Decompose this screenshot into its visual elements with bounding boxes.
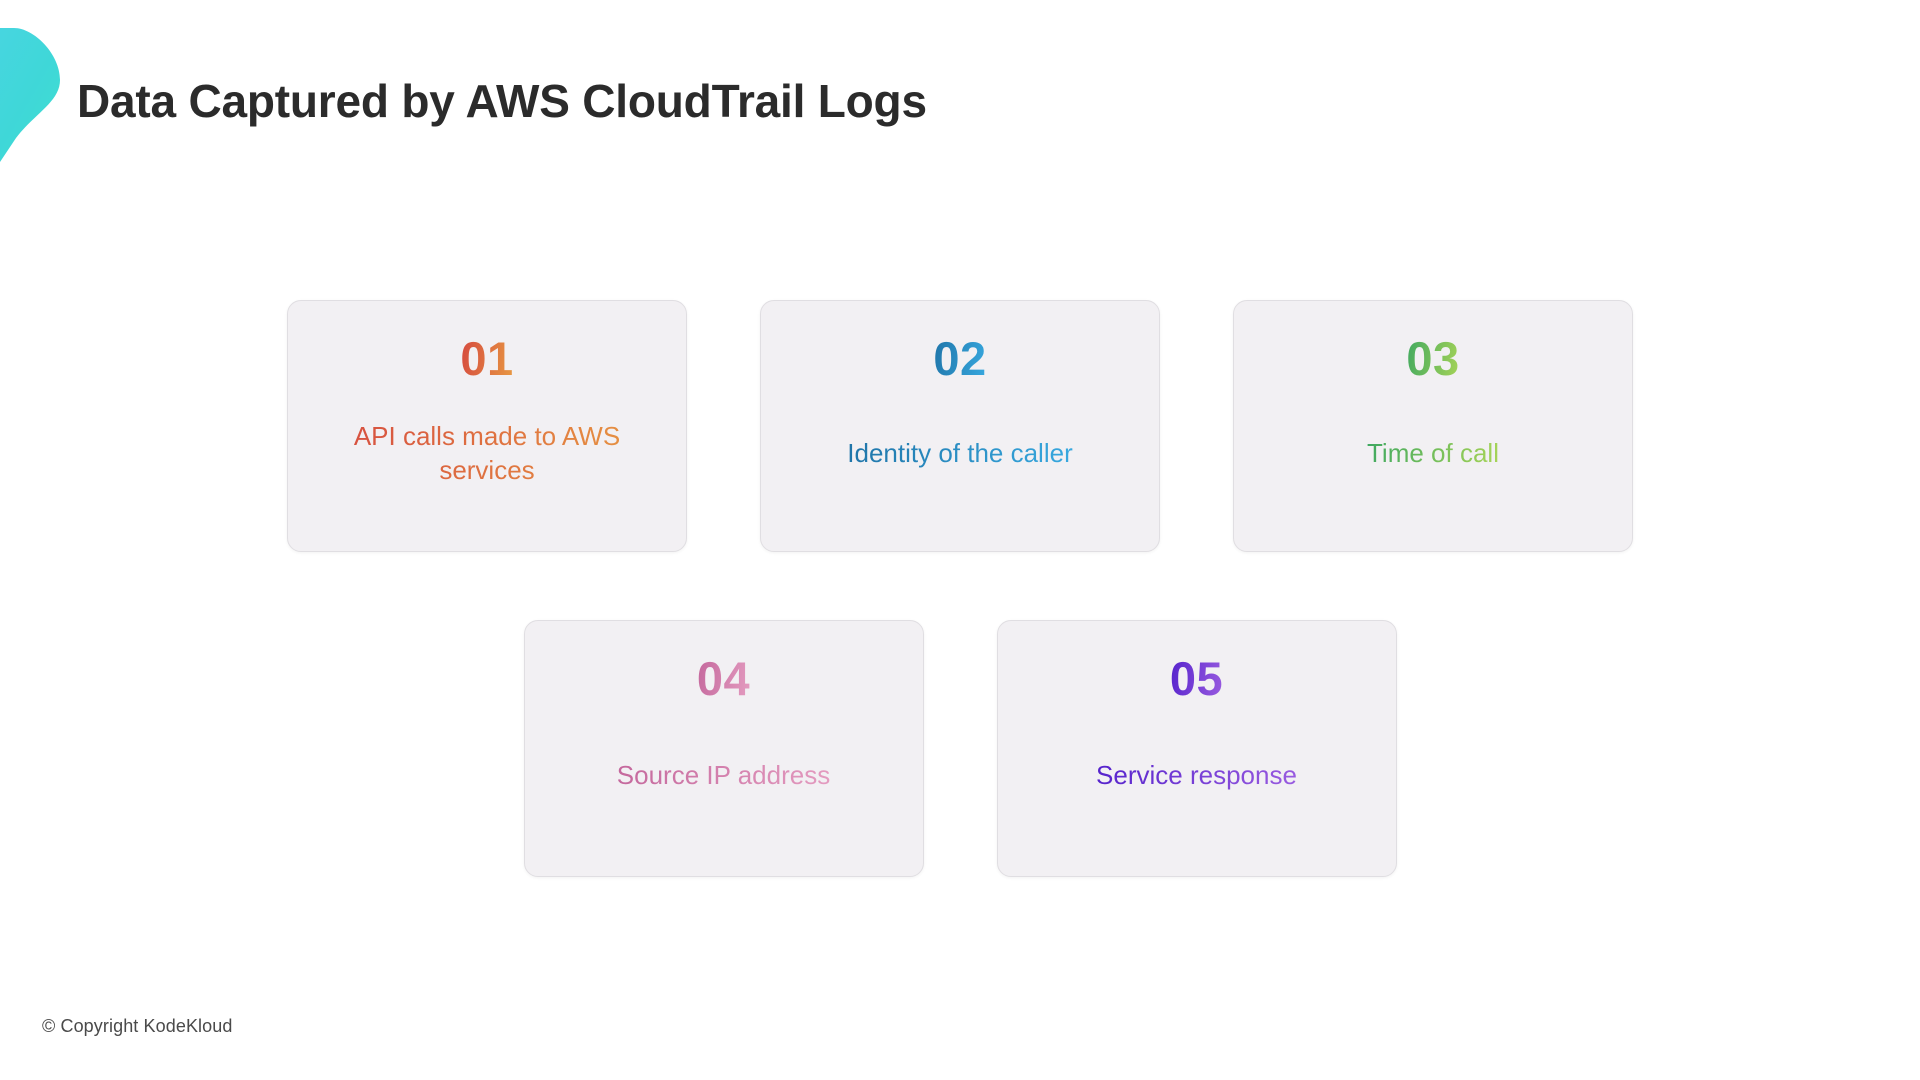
card-number-04: 04 bbox=[696, 652, 751, 705]
card-text-03: Time of call bbox=[1367, 437, 1499, 471]
card-number-02: 02 bbox=[933, 332, 987, 385]
card-row-top: 01 API calls made to AWS services 02 Ide… bbox=[0, 300, 1920, 552]
card-grid: 01 API calls made to AWS services 02 Ide… bbox=[0, 300, 1920, 877]
card-02[interactable]: 02 Identity of the caller bbox=[760, 300, 1160, 552]
card-text-05: Service response bbox=[1096, 759, 1297, 793]
copyright-footer: © Copyright KodeKloud bbox=[42, 1016, 233, 1036]
card-03[interactable]: 03 Time of call bbox=[1233, 300, 1633, 552]
card-05[interactable]: 05 Service response bbox=[996, 620, 1397, 877]
card-number-01: 01 bbox=[460, 332, 514, 385]
card-04[interactable]: 04 Source IP address bbox=[523, 620, 924, 877]
card-01[interactable]: 01 API calls made to AWS services bbox=[287, 300, 687, 552]
card-number-05: 05 bbox=[1169, 652, 1224, 705]
chevron-mark-icon bbox=[0, 28, 60, 162]
card-text-02: Identity of the caller bbox=[847, 437, 1072, 471]
card-text-04: Source IP address bbox=[617, 759, 830, 793]
page-title: Data Captured by AWS CloudTrail Logs bbox=[77, 75, 927, 127]
card-row-bottom: 04 Source IP address 05 Service response bbox=[0, 620, 1920, 877]
card-number-03: 03 bbox=[1406, 332, 1460, 385]
card-text-01: API calls made to AWS services bbox=[314, 420, 660, 488]
